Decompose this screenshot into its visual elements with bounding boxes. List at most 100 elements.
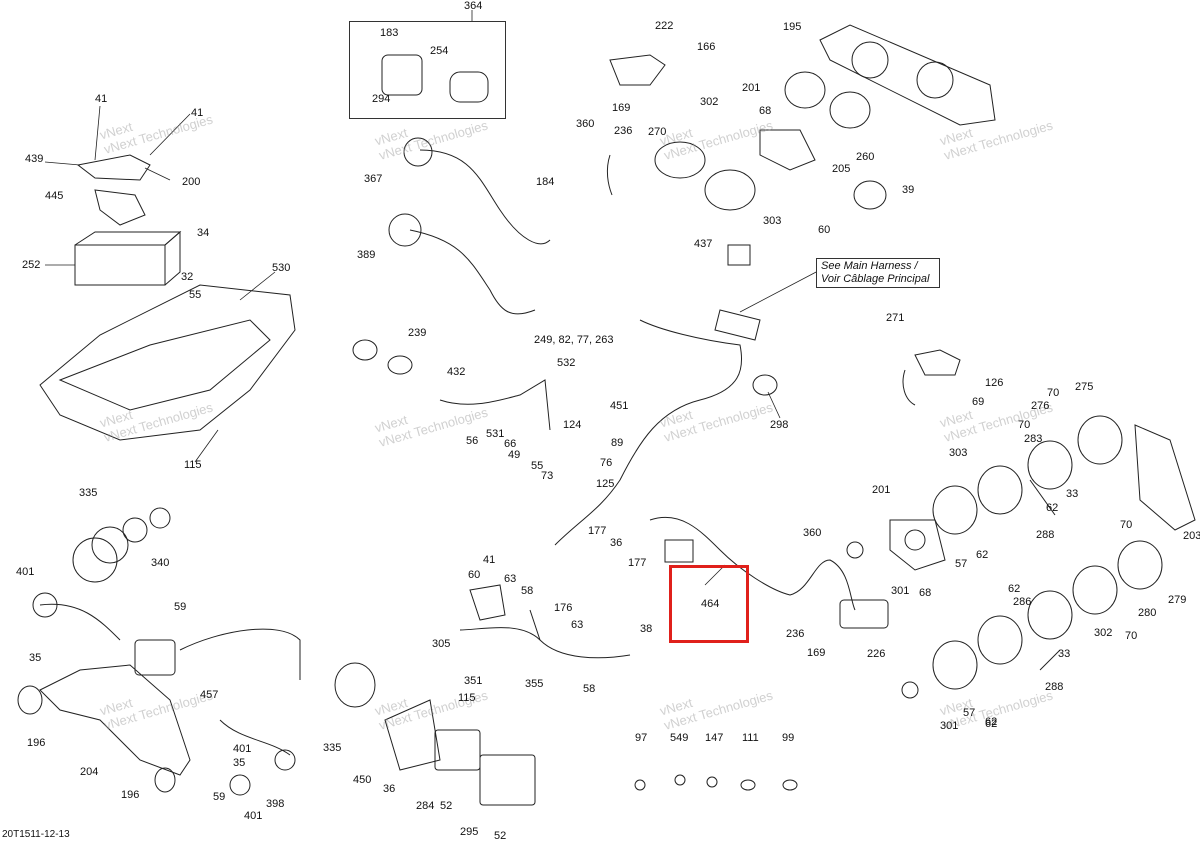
callout-label[interactable]: 335 (323, 742, 342, 754)
callout-label[interactable]: 62 (1046, 502, 1059, 514)
callout-label[interactable]: 275 (1075, 381, 1094, 393)
callout-label[interactable]: 360 (803, 527, 822, 539)
callout-label[interactable]: 437 (694, 238, 713, 250)
callout-label[interactable]: 398 (266, 798, 285, 810)
callout-label[interactable]: 432 (447, 366, 466, 378)
callout-label[interactable]: 288 (1045, 681, 1064, 693)
callout-label[interactable]: 59 (213, 791, 226, 803)
callout-label[interactable]: 36 (610, 537, 623, 549)
callout-label[interactable]: 70 (1047, 387, 1060, 399)
callout-label[interactable]: 184 (536, 176, 555, 188)
callout-label[interactable]: 33 (1058, 648, 1071, 660)
callout-label[interactable]: 177 (588, 525, 607, 537)
callout-label[interactable]: 549 (670, 732, 689, 744)
callout-label[interactable]: 367 (364, 173, 383, 185)
callout-label[interactable]: 531 (486, 428, 505, 440)
callout-label[interactable]: 260 (856, 151, 875, 163)
callout-label[interactable]: 389 (357, 249, 376, 261)
callout-label[interactable]: 66 (504, 438, 517, 450)
callout-label[interactable]: 445 (45, 190, 64, 202)
callout-label[interactable]: 205 (832, 163, 851, 175)
callout-label[interactable]: 115 (184, 459, 202, 471)
callout-label[interactable]: 166 (697, 41, 716, 53)
callout-label[interactable]: 76 (600, 457, 613, 469)
callout-label[interactable]: 286 (1013, 596, 1032, 608)
callout-label[interactable]: 57 (963, 707, 976, 719)
callout-label[interactable]: 41 (95, 93, 108, 105)
callout-label[interactable]: 201 (872, 484, 891, 496)
callout-label[interactable]: 176 (554, 602, 573, 614)
callout-label[interactable]: 196 (121, 789, 140, 801)
callout-label[interactable]: 97 (635, 732, 648, 744)
callout-label[interactable]: 439 (25, 153, 44, 165)
callout-label[interactable]: 249, 82, 77, 263 (534, 334, 614, 346)
callout-label[interactable]: 41 (483, 554, 496, 566)
callout-label[interactable]: 530 (272, 262, 291, 274)
callout-label[interactable]: 177 (628, 557, 647, 569)
callout-label[interactable]: 73 (541, 470, 554, 482)
callout-label[interactable]: 49 (508, 449, 521, 461)
callout-label[interactable]: 355 (525, 678, 544, 690)
callout-label[interactable]: 200 (182, 176, 201, 188)
callout-label[interactable]: 283 (1024, 433, 1043, 445)
callout-label[interactable]: 52 (494, 830, 507, 842)
callout-label[interactable]: 279 (1168, 594, 1187, 606)
callout-label[interactable]: 125 (596, 478, 615, 490)
callout-label[interactable]: 301 (940, 720, 959, 732)
callout-label[interactable]: 196 (27, 737, 46, 749)
callout-label[interactable]: 340 (151, 557, 170, 569)
callout-label[interactable]: 35 (233, 757, 246, 769)
callout-label[interactable]: 55 (531, 460, 544, 472)
callout-label[interactable]: 62 (976, 549, 989, 561)
callout-label[interactable]: 62 (985, 718, 998, 730)
callout-label[interactable]: 305 (432, 638, 451, 650)
callout-label[interactable]: 89 (611, 437, 624, 449)
callout-label[interactable]: 111 (742, 732, 759, 744)
callout-label[interactable]: 62 (1008, 583, 1021, 595)
callout-label[interactable]: 288 (1036, 529, 1055, 541)
callout-label[interactable]: 204 (80, 766, 99, 778)
callout-label[interactable]: 63 (571, 619, 584, 631)
callout-label[interactable]: 303 (949, 447, 968, 459)
callout-label[interactable]: 532 (557, 357, 576, 369)
callout-label[interactable]: 203 (1183, 530, 1200, 542)
callout-label[interactable]: 58 (583, 683, 596, 695)
callout-label[interactable]: 294 (372, 93, 391, 105)
callout-label[interactable]: 169 (612, 102, 631, 114)
callout-label[interactable]: 450 (353, 774, 372, 786)
callout-label[interactable]: 335 (79, 487, 98, 499)
callout-label[interactable]: 52 (440, 800, 453, 812)
callout-label[interactable]: 451 (610, 400, 629, 412)
callout-label[interactable]: 298 (770, 419, 789, 431)
callout-label[interactable]: 364 (464, 0, 483, 12)
callout-label[interactable]: 33 (1066, 488, 1079, 500)
callout-label[interactable]: 195 (783, 21, 802, 33)
callout-label[interactable]: 38 (640, 623, 653, 635)
callout-label[interactable]: 58 (521, 585, 534, 597)
callout-label[interactable]: 126 (985, 377, 1004, 389)
callout-label[interactable]: 236 (614, 125, 633, 137)
callout-label[interactable]: 284 (416, 800, 435, 812)
callout-label[interactable]: 302 (700, 96, 719, 108)
callout-label[interactable]: 34 (197, 227, 210, 239)
callout-label[interactable]: 36 (383, 783, 396, 795)
callout-label[interactable]: 70 (1018, 419, 1031, 431)
callout-label[interactable]: 63 (504, 573, 517, 585)
callout-label[interactable]: 68 (759, 105, 772, 117)
callout-label[interactable]: 115 (458, 692, 476, 704)
callout-label[interactable]: 226 (867, 648, 886, 660)
callout-label[interactable]: 147 (705, 732, 724, 744)
callout-label[interactable]: 401 (233, 743, 252, 755)
callout-label[interactable]: 32 (181, 271, 194, 283)
callout-label[interactable]: 295 (460, 826, 479, 838)
callout-label[interactable]: 303 (763, 215, 782, 227)
callout-label[interactable]: 69 (972, 396, 985, 408)
callout-label[interactable]: 68 (919, 587, 932, 599)
callout-label[interactable]: 70 (1125, 630, 1138, 642)
callout-label[interactable]: 301 (891, 585, 910, 597)
callout-label[interactable]: 351 (464, 675, 483, 687)
callout-label[interactable]: 169 (807, 647, 826, 659)
callout-label[interactable]: 457 (200, 689, 219, 701)
callout-label[interactable]: 35 (29, 652, 42, 664)
callout-label[interactable]: 55 (189, 289, 202, 301)
